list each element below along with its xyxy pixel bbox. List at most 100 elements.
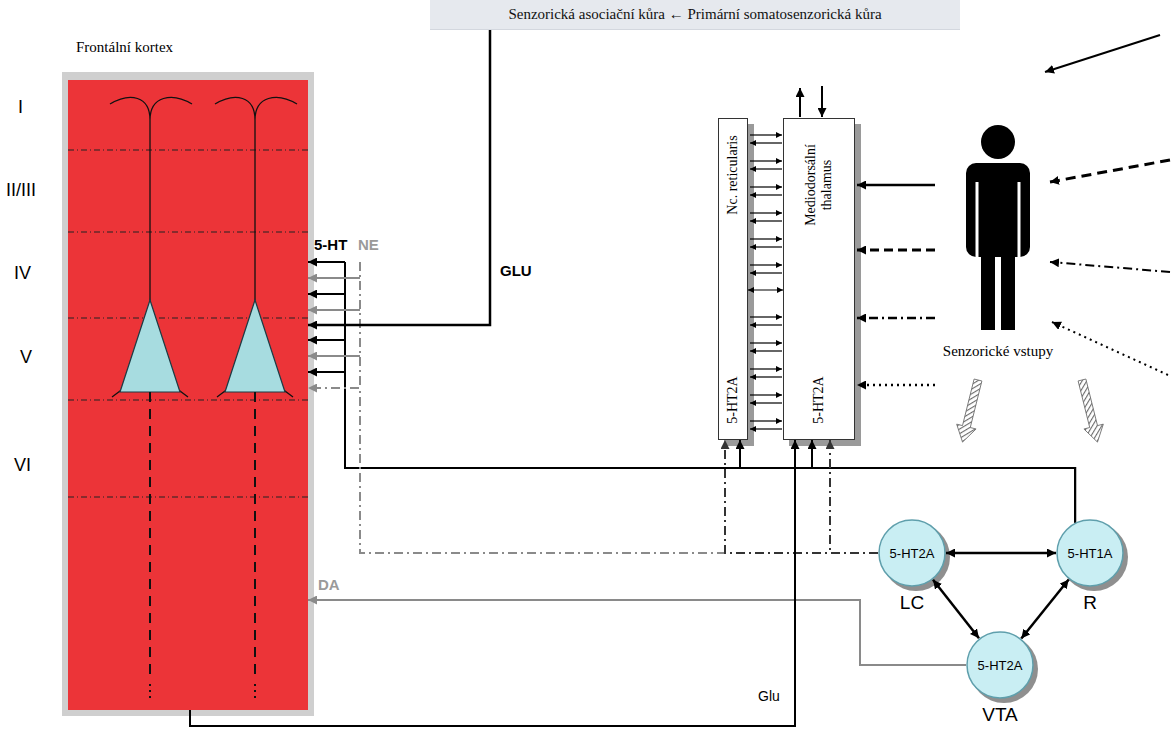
small-arrow <box>750 220 782 221</box>
nucleus-circle: 5-HT2ALC <box>878 519 946 614</box>
small-arrow <box>750 324 782 325</box>
receptor-label: 5-HT2A <box>978 658 1023 673</box>
stimulus-arrow <box>1052 322 1168 375</box>
layer-boundaries <box>68 150 308 497</box>
small-arrow <box>750 186 782 187</box>
small-arrow <box>750 142 782 143</box>
projection-arrow <box>308 339 345 341</box>
projection-arrow <box>308 293 345 295</box>
layer-label: IV <box>14 263 31 284</box>
signal-label: GLU <box>500 262 532 279</box>
connector <box>740 440 1075 522</box>
circle-shadow <box>882 523 950 591</box>
sensory-arrow <box>857 184 935 187</box>
nucleus-name: Nc. reticularis <box>725 135 741 214</box>
pyramidal-neuron <box>225 300 285 392</box>
dendrite <box>215 97 297 397</box>
layer-boundary <box>68 150 308 151</box>
signal-label: 5-HT <box>314 236 347 253</box>
connector <box>946 552 1056 555</box>
small-arrow <box>750 420 782 421</box>
sensory-arrow <box>857 384 935 387</box>
small-arrow <box>750 376 782 377</box>
small-arrow <box>750 238 782 239</box>
cortex-title: Frontální kortex <box>68 38 308 56</box>
pyramidal-neuron <box>120 300 180 392</box>
nucleus-name: Mediodorsální thalamus <box>803 135 835 235</box>
axon <box>149 392 151 676</box>
nucleus-disc <box>1057 520 1123 586</box>
dendrite <box>110 97 192 397</box>
small-arrow <box>750 194 782 195</box>
person-arm-gap <box>976 182 979 258</box>
small-arrow <box>750 272 782 273</box>
circle-outline <box>878 519 946 587</box>
small-arrow <box>750 428 782 429</box>
circle-outline <box>966 631 1034 699</box>
connector <box>308 30 490 325</box>
nucleus-box: Nc. reticularis5-HT2A <box>718 118 748 440</box>
figure-caption: Senzorické vstupy <box>928 343 1068 360</box>
connector <box>308 388 878 553</box>
nucleus-name: LC <box>878 592 946 614</box>
projection-arrow <box>308 309 360 311</box>
receptor-label: 5-HT1A <box>1068 546 1113 561</box>
small-arrow <box>750 350 782 351</box>
layer-label: VI <box>14 455 31 476</box>
connector <box>308 600 966 665</box>
nucleus-name: R <box>1056 592 1124 614</box>
person-leg <box>1001 250 1015 330</box>
circle-shadow <box>970 635 1038 703</box>
output-arrow <box>799 88 801 117</box>
receptor-label: 5-HT2A <box>811 376 827 423</box>
small-arrow <box>750 394 782 395</box>
projection-arrow <box>308 261 345 263</box>
connector <box>1021 580 1068 639</box>
axon <box>254 684 256 700</box>
small-arrow <box>750 316 782 317</box>
layer-label: V <box>20 347 32 368</box>
axon <box>254 392 256 676</box>
small-arrow <box>750 134 782 135</box>
box-shadow <box>724 124 754 446</box>
box-shadow <box>789 124 861 446</box>
input-arrow <box>821 86 823 117</box>
circle-outline <box>1056 519 1124 587</box>
cortex-band: Senzorická asociační kůra ← Primární som… <box>430 0 960 30</box>
circle-shadow <box>1060 523 1128 591</box>
small-arrow <box>750 342 782 343</box>
nucleus-disc <box>967 632 1033 698</box>
signal-label: Glu <box>758 688 780 704</box>
projection-arrow <box>308 277 360 279</box>
person-head <box>981 125 1015 159</box>
thalamus-box: Mediodorsální thalamus 5-HT2A <box>783 118 855 440</box>
connector <box>725 440 878 553</box>
small-arrow <box>750 246 782 247</box>
cortex-tissue <box>68 80 308 710</box>
person-leg <box>981 250 995 330</box>
connector <box>748 289 783 290</box>
person-arm-gap <box>1018 182 1021 258</box>
sensory-arrow <box>857 249 935 252</box>
small-arrow <box>750 264 782 265</box>
stimulus-arrow <box>1045 35 1160 72</box>
small-arrow <box>750 160 782 161</box>
circle-shape: 5-HT2A <box>966 631 1034 699</box>
signal-label: NE <box>358 236 379 253</box>
sensory-arrow <box>857 317 935 320</box>
nucleus-circle: 5-HT1A R <box>1056 519 1124 614</box>
layer-label: II/III <box>6 180 36 201</box>
person-body <box>966 163 1030 257</box>
layer-boundary <box>68 497 308 498</box>
layer-boundary <box>68 400 308 401</box>
small-arrow <box>750 402 782 403</box>
layer-label: I <box>18 97 23 118</box>
nucleus-circle: 5-HT2A VTA <box>966 631 1034 726</box>
nucleus-name: VTA <box>966 704 1034 726</box>
connector <box>308 372 1075 522</box>
layer-boundary <box>68 318 308 319</box>
circle-shape: 5-HT1A <box>1056 519 1124 587</box>
